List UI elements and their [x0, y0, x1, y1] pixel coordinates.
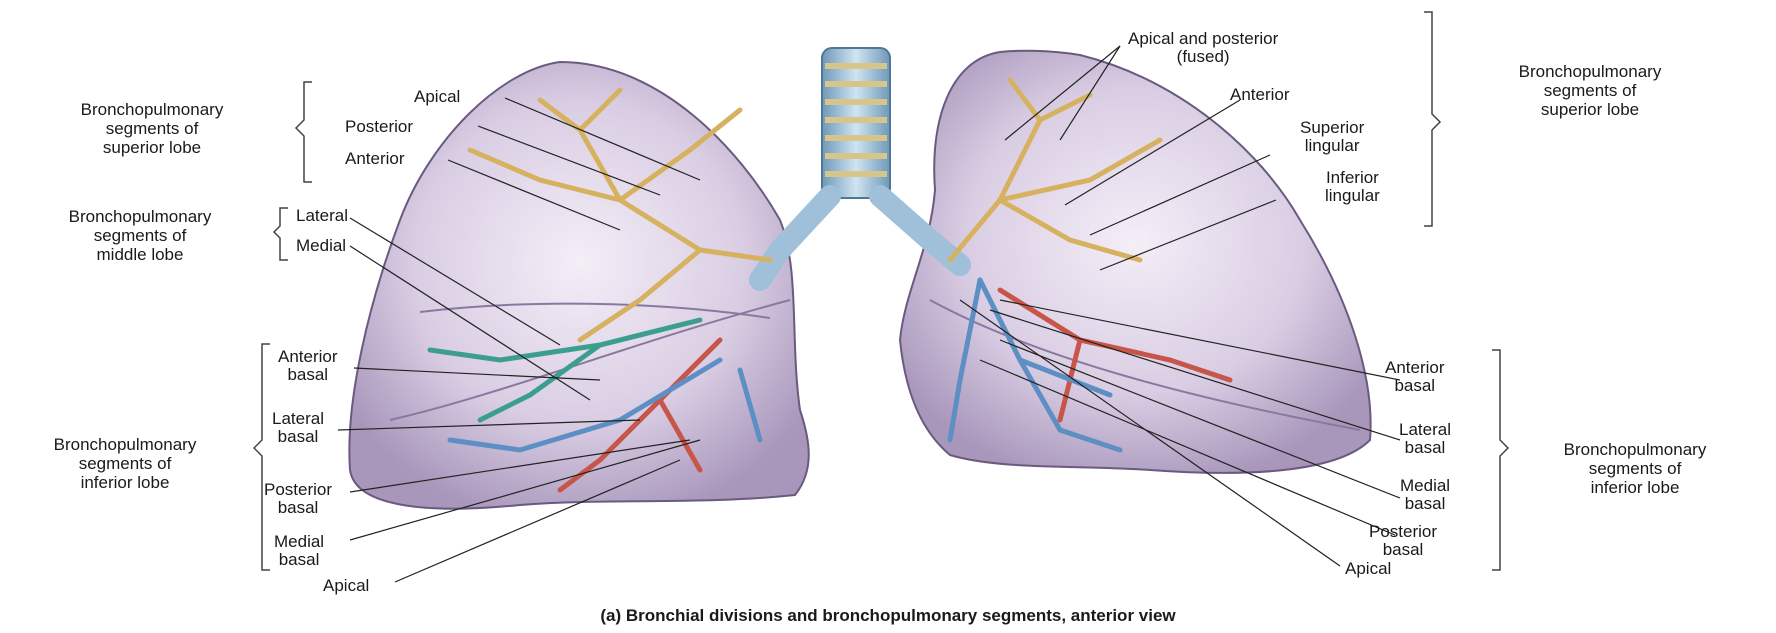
- bracket-right-superior: [1424, 12, 1440, 226]
- label-lateral: Lateral: [296, 207, 348, 225]
- label-r-inferior-lingular: Inferior lingular: [1325, 169, 1380, 205]
- label-lateral-basal: Lateral basal: [272, 410, 324, 446]
- bracket-left-middle: [274, 208, 288, 260]
- figure-caption: (a) Bronchial divisions and bronchopulmo…: [0, 606, 1776, 626]
- left-lung-shape: [900, 51, 1371, 473]
- label-posterior-basal: Posterior basal: [264, 481, 332, 517]
- label-r-lateral-basal: Lateral basal: [1399, 421, 1451, 457]
- label-anterior-basal: Anterior basal: [278, 348, 338, 384]
- label-r-posterior-basal: Posterior basal: [1369, 523, 1437, 559]
- label-apical-bottom: Apical: [323, 577, 369, 595]
- label-r-apical-posterior: Apical and posterior (fused): [1128, 30, 1278, 66]
- label-r-superior-lingular: Superior lingular: [1300, 119, 1364, 155]
- label-r-anterior: Anterior: [1230, 86, 1290, 104]
- bracket-left-superior: [296, 82, 312, 182]
- label-posterior: Posterior: [345, 118, 413, 136]
- bracket-left-inferior: [254, 344, 270, 570]
- label-medial-basal: Medial basal: [274, 533, 324, 569]
- label-r-anterior-basal: Anterior basal: [1385, 359, 1445, 395]
- group-left-middle: Bronchopulmonary segments of middle lobe: [10, 207, 270, 264]
- group-right-superior: Bronchopulmonary segments of superior lo…: [1460, 62, 1720, 119]
- group-left-inferior: Bronchopulmonary segments of inferior lo…: [0, 435, 250, 492]
- label-apical: Apical: [414, 88, 460, 106]
- label-anterior: Anterior: [345, 150, 405, 168]
- group-right-inferior: Bronchopulmonary segments of inferior lo…: [1505, 440, 1765, 497]
- label-medial: Medial: [296, 237, 346, 255]
- label-r-medial-basal: Medial basal: [1400, 477, 1450, 513]
- group-left-superior: Bronchopulmonary segments of superior lo…: [22, 100, 282, 157]
- label-r-apical: Apical: [1345, 560, 1391, 578]
